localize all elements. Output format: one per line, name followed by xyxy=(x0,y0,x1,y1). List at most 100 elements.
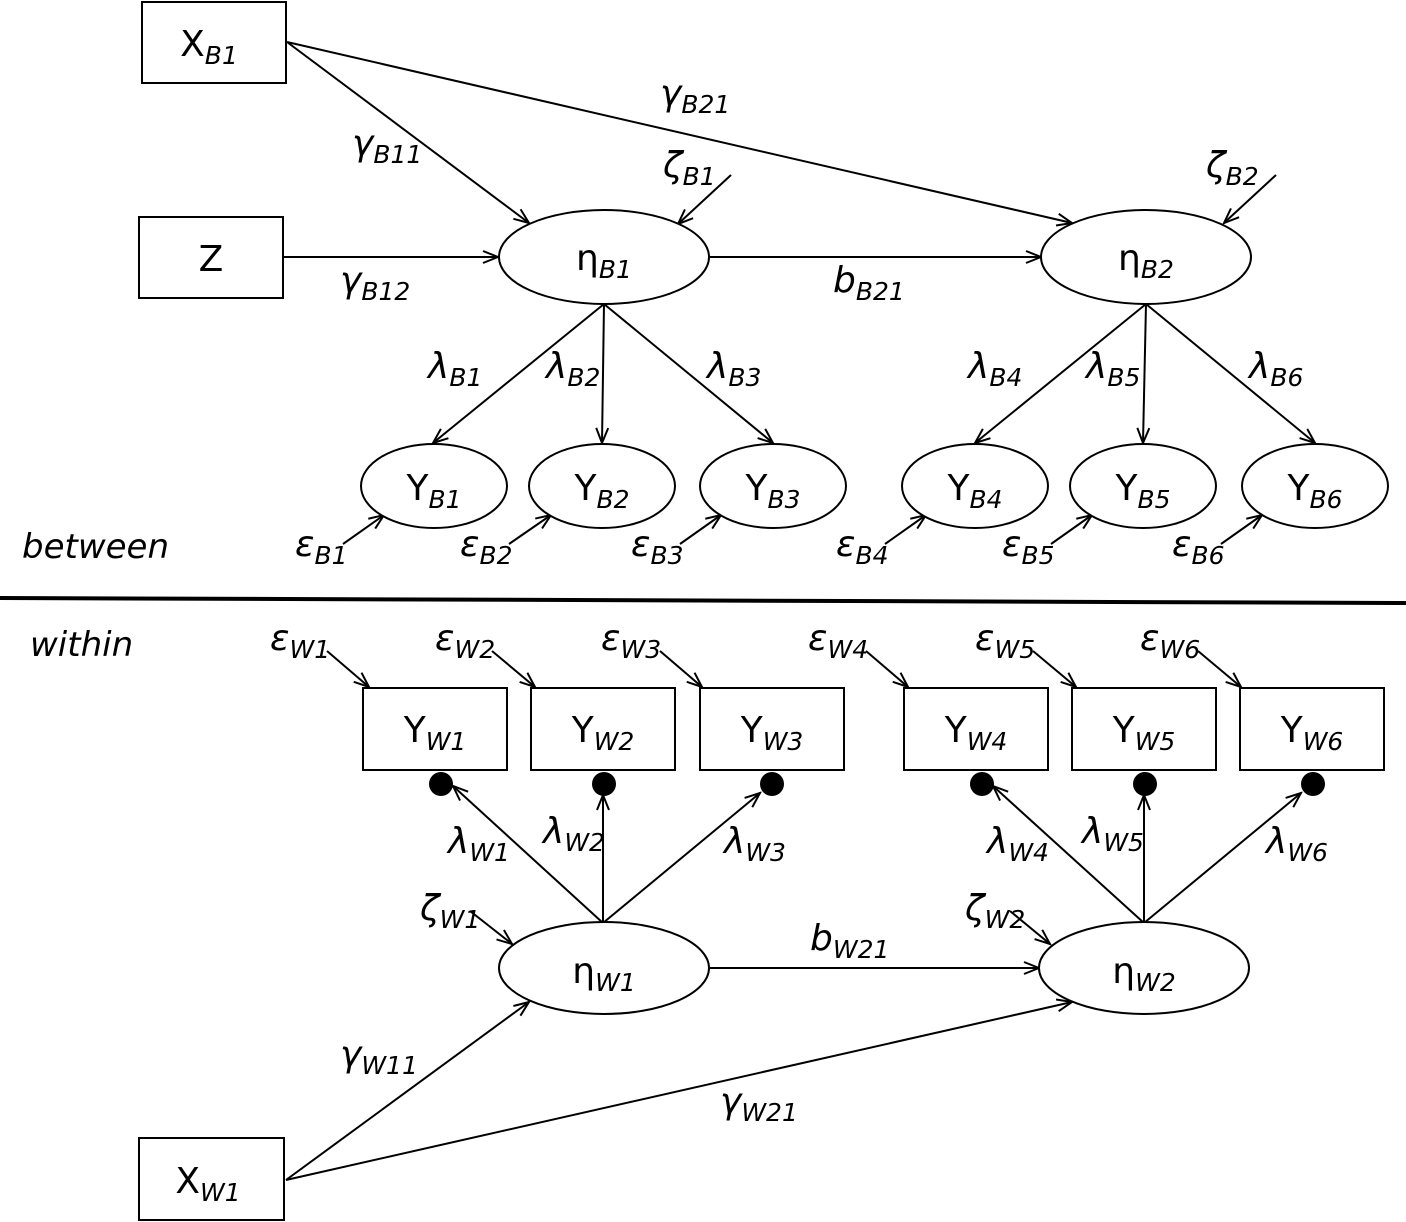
node-yw5-box xyxy=(1071,687,1217,771)
param-gamma-w21: γW21 xyxy=(720,1081,798,1127)
node-yb5-ellipse xyxy=(1069,443,1217,529)
random-intercept-dot-yw4 xyxy=(970,772,994,796)
node-yw2-label: YW2 xyxy=(571,710,635,756)
param-lambda-b1: λB1 xyxy=(426,346,482,392)
node-yb2-ellipse xyxy=(528,443,676,529)
path-epsb4 xyxy=(884,515,926,545)
path-etab1-yb3 xyxy=(603,303,773,443)
path-zetaw2 xyxy=(1009,910,1050,944)
param-eps-b1: εB1 xyxy=(295,524,348,570)
param-eps-w4: εW4 xyxy=(808,618,868,664)
param-lambda-b2: λB2 xyxy=(544,346,600,392)
param-lambda-b4: λB4 xyxy=(966,346,1022,392)
node-yb4-label: YB4 xyxy=(946,468,1002,514)
path-etaw1-yw3 xyxy=(602,793,760,924)
node-yw4-label: YW4 xyxy=(944,710,1008,756)
path-etaw2-yw4 xyxy=(993,786,1145,924)
param-lambda-w1: λW1 xyxy=(446,821,510,867)
node-yw6-label: YW6 xyxy=(1280,710,1344,756)
node-yw1-box xyxy=(362,687,508,771)
node-yb3-ellipse xyxy=(699,443,847,529)
param-lambda-b6: λB6 xyxy=(1247,346,1303,392)
param-gamma-w11: γW11 xyxy=(340,1034,418,1080)
path-xb1-etab1 xyxy=(286,41,529,223)
node-yb1-ellipse xyxy=(360,443,508,529)
node-yb2-label: YB2 xyxy=(573,468,629,514)
param-gamma-b21: γB21 xyxy=(660,73,730,119)
random-intercept-dot-yw2 xyxy=(592,772,616,796)
node-etaw1-label: ηW1 xyxy=(572,951,635,997)
node-yb3-label: YB3 xyxy=(744,468,800,514)
path-epsw2 xyxy=(491,650,535,687)
path-xw1-etaw1 xyxy=(285,1002,529,1181)
param-eps-b5: εB5 xyxy=(1002,524,1055,570)
path-epsb6 xyxy=(1220,515,1262,545)
node-etaw2-label: ηW2 xyxy=(1112,951,1175,997)
path-epsw3 xyxy=(659,650,702,687)
param-eps-b2: εB2 xyxy=(460,524,513,570)
param-gamma-b12: γB12 xyxy=(340,260,410,306)
node-xw1-box xyxy=(138,1137,285,1221)
node-xw1-label: XW1 xyxy=(175,1161,240,1207)
param-eps-w1: εW1 xyxy=(270,618,330,664)
node-yb6-ellipse xyxy=(1241,443,1389,529)
param-eps-b3: εB3 xyxy=(631,524,684,570)
node-yb5-label: YB5 xyxy=(1114,468,1170,514)
level-divider xyxy=(0,596,1406,605)
node-yw6-box xyxy=(1239,687,1385,771)
param-eps-w2: εW2 xyxy=(435,618,495,664)
path-epsb2 xyxy=(508,515,551,545)
param-zeta-w1: ζW1 xyxy=(419,888,480,934)
node-yw2-box xyxy=(530,687,676,771)
node-z-box xyxy=(138,216,284,299)
node-yb1-label: YB1 xyxy=(405,468,461,514)
param-zeta-b2: ζB2 xyxy=(1205,145,1259,191)
param-eps-b6: εB6 xyxy=(1172,524,1225,570)
random-intercept-dot-yw1 xyxy=(429,772,453,796)
path-etaw2-yw6 xyxy=(1143,793,1301,924)
node-etab2-ellipse xyxy=(1040,209,1252,305)
path-epsw4 xyxy=(865,650,908,687)
node-etab1-label: ηB1 xyxy=(576,238,632,284)
node-etab2-label: ηB2 xyxy=(1118,238,1174,284)
node-etab1-ellipse xyxy=(498,209,710,305)
path-etab2-yb5 xyxy=(1143,303,1146,443)
path-xw1-etaw2 xyxy=(285,1002,1072,1181)
param-eps-w3: εW3 xyxy=(601,618,661,664)
node-etaw1-ellipse xyxy=(498,921,710,1015)
random-intercept-dot-yw6 xyxy=(1301,772,1325,796)
param-lambda-w6: λW6 xyxy=(1264,821,1328,867)
node-yw5-label: YW5 xyxy=(1112,710,1176,756)
node-yw3-box xyxy=(699,687,845,771)
param-lambda-b5: λB5 xyxy=(1084,346,1140,392)
path-zetaw1 xyxy=(469,910,512,944)
path-epsw1 xyxy=(326,650,369,687)
section-label-between: between xyxy=(22,527,169,567)
param-lambda-w4: λW4 xyxy=(985,821,1049,867)
param-eps-w6: εW6 xyxy=(1140,618,1200,664)
node-yw3-label: YW3 xyxy=(740,710,804,756)
node-yw4-box xyxy=(903,687,1049,771)
param-lambda-b3: λB3 xyxy=(705,346,761,392)
node-xb1-label: XB1 xyxy=(180,24,238,70)
param-b-w21: bW21 xyxy=(810,918,889,964)
path-etab1-yb1 xyxy=(433,303,605,443)
node-yw1-label: YW1 xyxy=(403,710,467,756)
path-etab2-yb6 xyxy=(1145,303,1315,443)
path-epsw5 xyxy=(1032,650,1076,687)
param-zeta-w2: ζW2 xyxy=(964,888,1025,934)
path-zetab2 xyxy=(1224,174,1277,223)
path-epsb5 xyxy=(1050,515,1092,545)
random-intercept-dot-yw5 xyxy=(1133,772,1157,796)
param-b-b21: bB21 xyxy=(833,260,905,306)
param-zeta-b1: ζB1 xyxy=(662,145,716,191)
node-etaw2-ellipse xyxy=(1038,921,1250,1015)
param-lambda-w2: λW2 xyxy=(541,811,605,857)
random-intercept-dot-yw3 xyxy=(760,772,784,796)
path-zetab1 xyxy=(678,174,732,224)
node-xb1-box xyxy=(141,1,287,84)
path-epsb1 xyxy=(342,515,384,545)
path-etaw1-yw1 xyxy=(453,786,604,924)
node-yb4-ellipse xyxy=(901,443,1049,529)
